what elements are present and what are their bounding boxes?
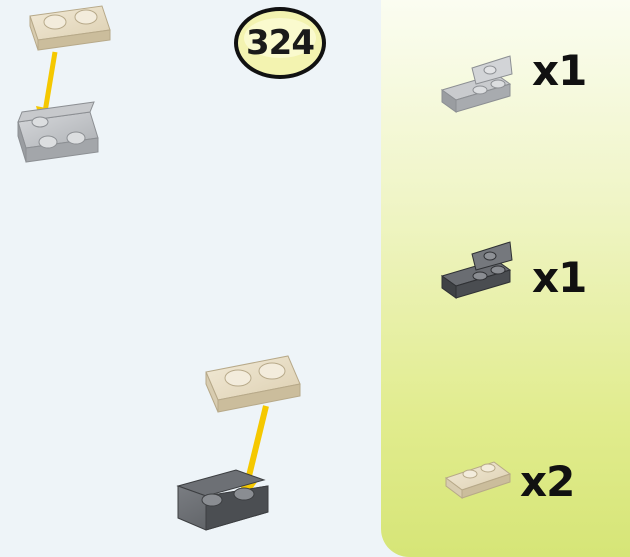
dark-gray-bracket-bottom [176, 469, 269, 531]
tan-plate-part-icon [444, 461, 512, 499]
light-gray-bracket-part-icon [440, 55, 513, 113]
tan-plate-bottom [205, 355, 301, 413]
part-count-dark-gray-bracket: x1 [532, 253, 587, 302]
step-badge [234, 7, 326, 79]
dark-gray-bracket-part-icon [440, 241, 513, 299]
tan-plate-top [29, 5, 111, 51]
step-number: 324 [246, 23, 315, 63]
part-count-tan-plate: x2 [520, 457, 575, 506]
light-gray-bracket-top [17, 101, 99, 163]
part-count-light-gray-bracket: x1 [532, 46, 587, 95]
